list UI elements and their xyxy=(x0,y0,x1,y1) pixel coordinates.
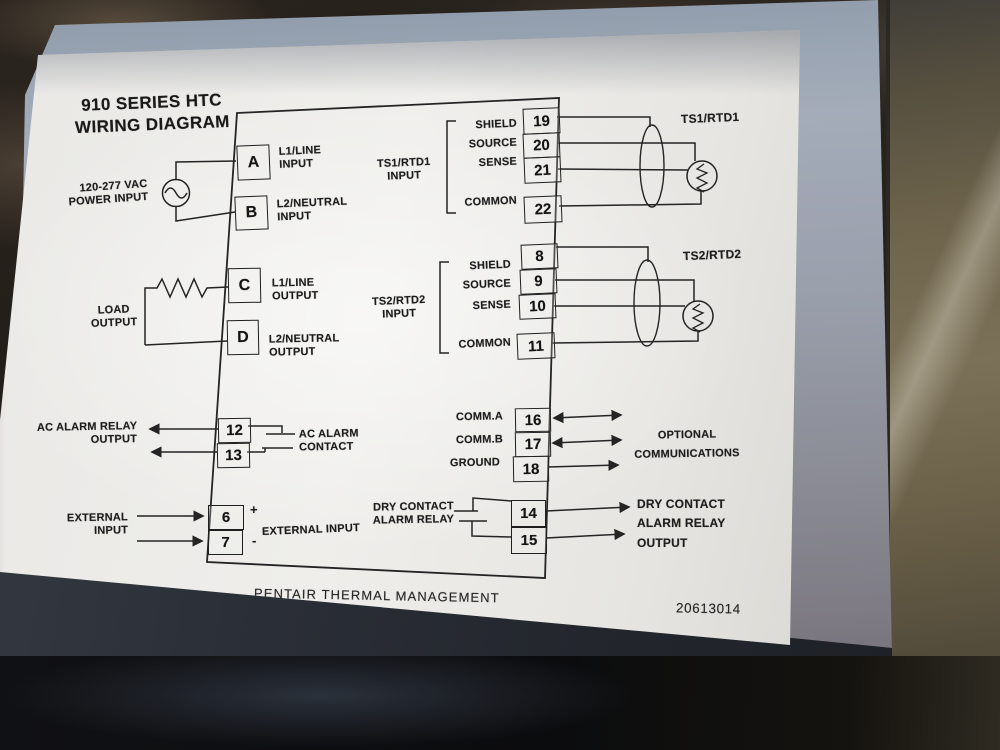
dry-contact-output-line3: OUTPUT xyxy=(637,536,688,550)
ac-alarm-contact-icon xyxy=(247,425,295,453)
ts2-sensor-label: TS2/RTD2 xyxy=(682,246,742,264)
ground-label: GROUND xyxy=(449,456,501,470)
sine-wave-icon xyxy=(164,187,188,199)
terminal-18: 18 xyxy=(512,455,550,483)
terminal-20: 20 xyxy=(522,132,561,159)
ts2-shield-icon xyxy=(633,259,661,347)
terminal-A: A xyxy=(236,144,271,181)
ts2-rtd-element-icon xyxy=(691,303,705,333)
ts1-rtd-element-icon xyxy=(695,163,709,193)
terminal-b-label: L2/NEUTRAL INPUT xyxy=(277,196,348,225)
comm-a-label: COMM.A xyxy=(455,410,504,424)
dry-contact-output-line1: DRY CONTACT xyxy=(637,497,725,511)
ts2-group-line1: TS2/RTD2 xyxy=(371,293,426,309)
ac-source-icon xyxy=(161,178,191,208)
comm-wiring xyxy=(547,409,623,471)
terminal-22: 22 xyxy=(523,195,563,224)
dry-contact-wiring xyxy=(454,497,631,541)
ac-alarm-contact-label: AC ALARM CONTACT xyxy=(299,427,359,454)
ts1-wiring xyxy=(446,116,718,214)
background-bottom-band xyxy=(0,656,1000,750)
ac-alarm-relay-line2: OUTPUT xyxy=(90,433,138,446)
terminal-10: 10 xyxy=(518,293,557,320)
terminal-D: D xyxy=(226,319,260,356)
dry-contact-label: DRY CONTACT ALARM RELAY xyxy=(364,500,454,528)
ts2-bracket xyxy=(439,261,449,354)
external-input-wiring xyxy=(137,510,205,547)
ts2-group-label: TS2/RTD2 INPUT xyxy=(368,294,431,322)
ts1-bracket xyxy=(446,120,456,214)
c-label-line2: OUTPUT xyxy=(272,289,319,303)
ac-alarm-relay-label: AC ALARM RELAY OUTPUT xyxy=(37,420,138,448)
ts1-group-line2: INPUT xyxy=(387,169,422,183)
terminal-15: 15 xyxy=(511,527,547,554)
resistor-icon xyxy=(144,277,229,346)
a-label-line1: L1/LINE xyxy=(278,144,322,158)
terminal-16: 16 xyxy=(514,407,552,433)
terminal-8: 8 xyxy=(520,243,559,270)
terminal-d-label: L2/NEUTRAL OUTPUT xyxy=(269,332,340,359)
c-label-line1: L1/LINE xyxy=(271,276,315,290)
ac-alarm-wiring xyxy=(148,423,295,458)
load-output-wiring xyxy=(144,277,229,346)
terminal-9: 9 xyxy=(519,268,558,295)
ts1-sensor-label: TS1/RTD1 xyxy=(680,109,740,127)
a-label-line2: INPUT xyxy=(279,157,314,171)
dry-contact-line2: ALARM RELAY xyxy=(372,513,455,527)
comm-b-label: COMM.B xyxy=(455,433,504,447)
external-label-line2: INPUT xyxy=(93,524,129,537)
ac-alarm-contact-line2: CONTACT xyxy=(299,440,354,454)
terminal-14: 14 xyxy=(511,500,546,527)
background-right-panel xyxy=(886,0,1000,700)
ac-alarm-contact-line1: AC ALARM xyxy=(298,427,359,441)
terminal-c-label: L1/LINE OUTPUT xyxy=(272,277,319,304)
terminal-C: C xyxy=(227,267,262,304)
terminal-13: 13 xyxy=(216,442,251,469)
ts2-wiring xyxy=(439,246,714,354)
terminal-B: B xyxy=(234,195,269,231)
terminal-21: 21 xyxy=(523,156,562,184)
ts1-group-line1: TS1/RTD1 xyxy=(376,155,431,171)
ts2-group-line2: INPUT xyxy=(382,307,417,321)
d-label-line2: OUTPUT xyxy=(269,345,316,359)
controller-box-outline xyxy=(206,97,560,579)
dry-contact-output-line2: ALARM RELAY xyxy=(637,516,726,530)
plus-sign: + xyxy=(250,502,258,517)
power-input-wiring xyxy=(161,160,237,222)
page-title: 910 SERIES HTC WIRING DIAGRAM xyxy=(61,88,243,139)
terminal-a-label: L1/LINE INPUT xyxy=(278,144,321,172)
dry-contact-icon xyxy=(454,497,512,538)
load-label-line2: OUTPUT xyxy=(90,316,138,330)
terminal-7: 7 xyxy=(208,530,243,555)
terminal-19: 19 xyxy=(522,107,561,135)
minus-sign: - xyxy=(252,533,257,548)
ts1-shield-icon xyxy=(639,124,665,208)
terminal-17: 17 xyxy=(514,431,552,458)
part-number: 20613014 xyxy=(675,600,742,617)
terminal-11: 11 xyxy=(516,332,556,360)
external-input-label: EXTERNAL INPUT xyxy=(48,511,128,538)
load-output-label: LOAD OUTPUT xyxy=(84,303,145,331)
optional-comm-label-line2: COMMUNICATIONS xyxy=(634,447,740,461)
ts1-group-label: TS1/RTD1 INPUT xyxy=(373,156,436,184)
terminal-12: 12 xyxy=(217,417,252,444)
optional-comm-label-line1: OPTIONAL xyxy=(657,428,717,442)
d-label-line1: L2/NEUTRAL xyxy=(268,332,340,346)
terminal-6: 6 xyxy=(208,505,244,530)
